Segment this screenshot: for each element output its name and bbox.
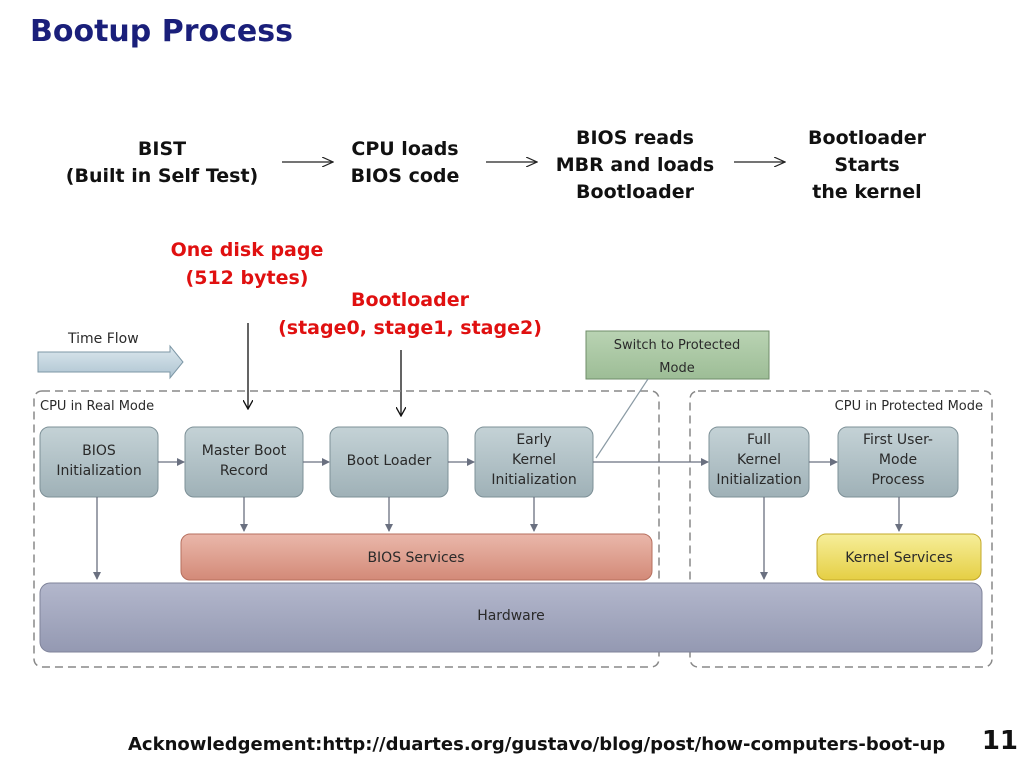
box-line: First User- bbox=[863, 432, 933, 448]
flow-line: (Built in Self Test) bbox=[65, 165, 259, 187]
box-line: Initialization bbox=[491, 472, 576, 488]
box-line: Initialization bbox=[56, 463, 141, 479]
time-flow-label: Time Flow bbox=[67, 331, 139, 347]
hardware-layer bbox=[39, 582, 983, 653]
kernel-services-label: Kernel Services bbox=[845, 550, 952, 566]
kernel-services-layer bbox=[816, 533, 982, 581]
switch-pointer bbox=[595, 378, 649, 459]
flow-line: Bootloader bbox=[808, 127, 926, 149]
box-line: Kernel bbox=[737, 452, 781, 468]
flow-step-bootloader-starts: Bootloader Starts the kernel bbox=[787, 125, 947, 206]
real-mode-region bbox=[33, 390, 660, 668]
box-line: BIOS bbox=[82, 443, 116, 459]
note-line: (512 bytes) bbox=[185, 267, 309, 289]
flow-line: MBR and loads bbox=[555, 154, 715, 176]
flow-line: the kernel bbox=[812, 181, 922, 203]
flow-line: BIST bbox=[137, 138, 187, 160]
box-line: Full bbox=[747, 432, 771, 448]
first-user-box bbox=[837, 426, 959, 498]
box-line: Process bbox=[871, 472, 924, 488]
flow-line: Starts bbox=[834, 154, 900, 176]
page-number: 11 bbox=[981, 726, 1018, 756]
protected-mode-label: CPU in Protected Mode bbox=[835, 399, 983, 414]
flow-step-bist: BIST (Built in Self Test) bbox=[52, 136, 272, 190]
hardware-label: Hardware bbox=[477, 608, 545, 624]
box-line: Boot Loader bbox=[347, 453, 432, 469]
box-line: Early bbox=[516, 432, 551, 448]
flow-line: Bootloader bbox=[576, 181, 694, 203]
note-line: (stage0, stage1, stage2) bbox=[278, 317, 542, 339]
box-line: Record bbox=[220, 463, 268, 479]
flow-line: BIOS code bbox=[350, 165, 460, 187]
box-line: Mode bbox=[879, 452, 917, 468]
switch-protected-box bbox=[585, 330, 770, 380]
note-line: One disk page bbox=[170, 239, 324, 261]
note-bootloader-stages: Bootloader (stage0, stage1, stage2) bbox=[270, 286, 550, 342]
flow-step-cpu-loads: CPU loads BIOS code bbox=[335, 136, 475, 190]
switch-line: Switch to Protected bbox=[614, 338, 741, 353]
real-mode-label: CPU in Real Mode bbox=[40, 399, 154, 414]
flow-line: BIOS reads bbox=[576, 127, 694, 149]
bios-services-layer bbox=[180, 533, 653, 581]
mbr-box bbox=[184, 426, 304, 498]
flow-step-bios-reads: BIOS reads MBR and loads Bootloader bbox=[545, 125, 725, 206]
bios-services-label: BIOS Services bbox=[367, 550, 464, 566]
box-line: Master Boot bbox=[202, 443, 287, 459]
page-title: Bootup Process bbox=[30, 14, 293, 49]
box-line: Kernel bbox=[512, 452, 556, 468]
protected-mode-region bbox=[689, 390, 993, 668]
time-flow-arrow-icon bbox=[37, 344, 184, 380]
flow-line: CPU loads bbox=[351, 138, 459, 160]
box-line: Initialization bbox=[716, 472, 801, 488]
acknowledgement: Acknowledgement:http://duartes.org/gusta… bbox=[128, 734, 946, 755]
note-line: Bootloader bbox=[351, 289, 469, 311]
note-disk-page: One disk page (512 bytes) bbox=[140, 236, 354, 292]
switch-line: Mode bbox=[659, 361, 694, 376]
bios-init-box bbox=[39, 426, 159, 498]
